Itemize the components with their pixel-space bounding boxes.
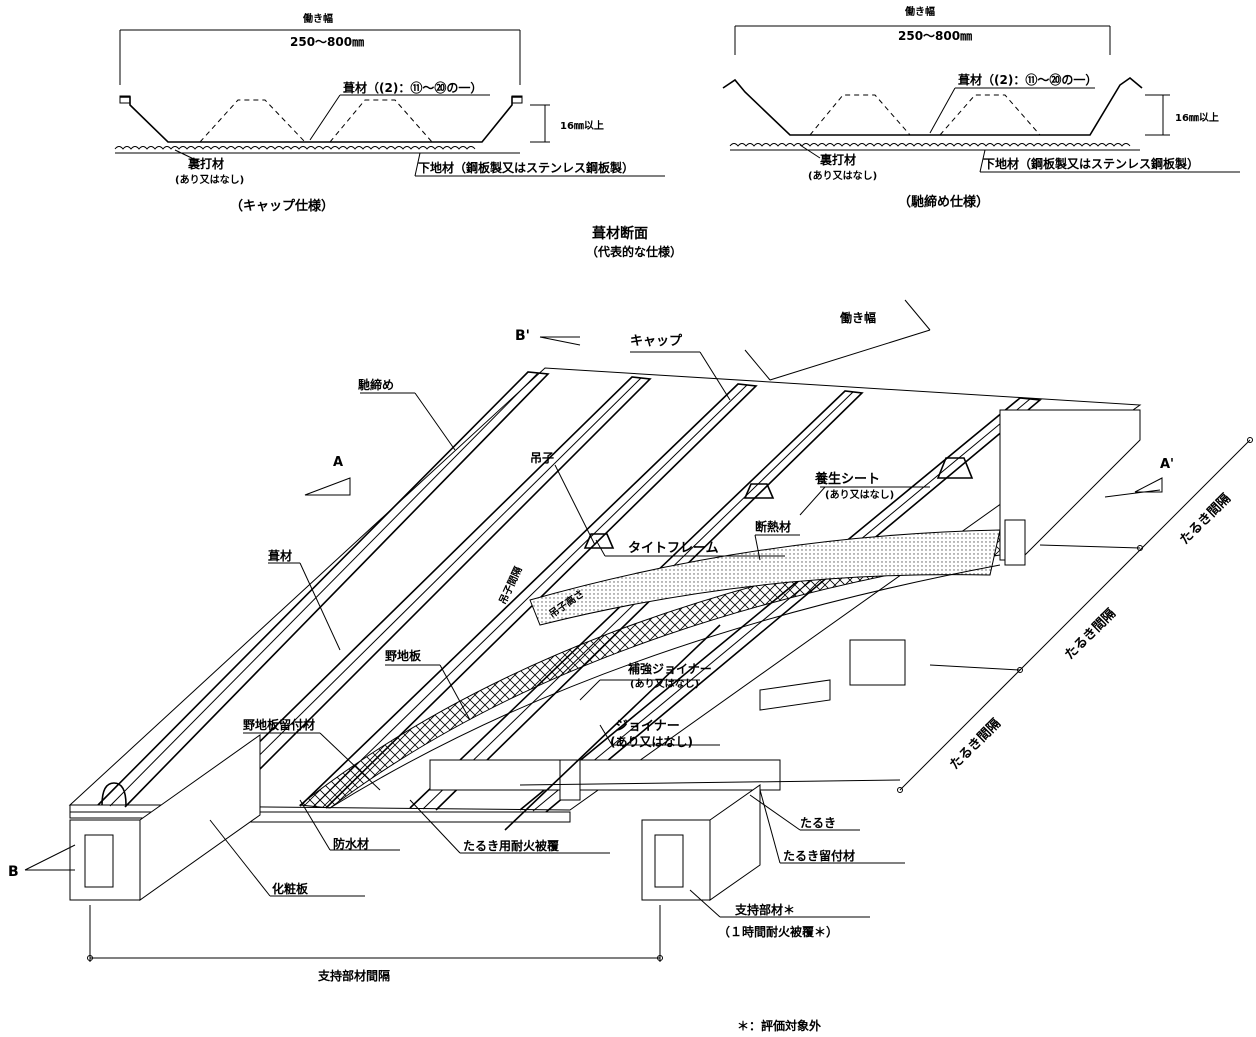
waterproof-label: 防水材: [333, 836, 369, 851]
cap-working-width-label: 働き幅: [302, 12, 333, 25]
roof-isometric-drawing: [24, 299, 1253, 962]
section-mark-a-prime: A': [1160, 457, 1174, 472]
section-mark-b-prime: B': [515, 328, 530, 344]
rafter-spacing-label-middle: たるき間隔: [1062, 606, 1119, 663]
clip-label: 吊子: [530, 451, 554, 465]
seam-section-drawing: [722, 25, 1240, 173]
section-mark-b: B: [8, 864, 19, 880]
seam-width-range-label: 250～800㎜: [898, 29, 972, 43]
seam-backing-note: (あり又はなし): [808, 169, 877, 182]
rafter-fastener-label: たるき留付材: [783, 848, 855, 863]
support-member-label: 支持部材＊: [734, 902, 795, 917]
cap-label: キャップ: [630, 334, 683, 349]
rafter-fireproof-label: たるき用耐火被覆: [463, 838, 560, 853]
seam-label: 馳締め: [358, 377, 394, 392]
cap-backing-label: 裏打材: [187, 156, 224, 171]
seam-roofing-label: 葺材（(2)：⑪～⑳の一）: [958, 72, 1097, 87]
rafter-spacing-label-upper: たるき間隔: [1177, 491, 1234, 548]
insulation-label: 断熱材: [755, 519, 791, 534]
joiner-label: ジョイナー: [615, 719, 680, 734]
seam-height-label: 16㎜以上: [1175, 111, 1219, 124]
curing-sheet-label: 養生シート: [814, 471, 880, 487]
section-title: 葺材断面: [592, 225, 648, 242]
sheathing-label: 野地板: [385, 648, 422, 663]
section-subtitle: （代表的な仕様）: [586, 244, 682, 259]
rafter-spacing-label-lower: たるき間隔: [947, 716, 1004, 773]
seam-working-width-label: 働き幅: [904, 5, 935, 18]
rafter-label: たるき: [800, 816, 836, 830]
tight-frame-label: タイトフレーム: [628, 541, 719, 556]
reinforce-joiner-label: 補強ジョイナー: [627, 661, 712, 676]
seam-backing-label: 裏打材: [819, 152, 856, 167]
support-member-note: （１時間耐火被覆＊）: [718, 924, 838, 939]
support-spacing-label: 支持部材間隔: [317, 968, 390, 983]
sheathing-fastener-label: 野地板留付材: [243, 717, 315, 732]
roofing-label: 葺材: [268, 548, 292, 563]
seam-base-label: 下地材（鋼板製又はステンレス鋼板製）: [983, 156, 1199, 171]
cap-height-label: 16㎜以上: [560, 119, 604, 132]
cap-section-drawing: [114, 29, 665, 177]
joiner-note: (あり又はなし): [610, 735, 693, 749]
working-width-label: 働き幅: [839, 310, 876, 325]
cap-width-range-label: 250～800㎜: [290, 35, 364, 49]
cap-roofing-label: 葺材（(2)：⑪～⑳の一）: [343, 80, 482, 95]
curing-sheet-note: (あり又はなし): [825, 488, 894, 501]
section-mark-a: A: [333, 455, 343, 470]
cap-caption: （キャップ仕様）: [230, 198, 334, 214]
cap-backing-note: (あり又はなし): [175, 173, 244, 186]
cap-base-label: 下地材（鋼板製又はステンレス鋼板製）: [418, 160, 634, 175]
seam-caption: （馳締め仕様）: [898, 194, 989, 210]
decorative-board-label: 化粧板: [272, 881, 309, 896]
footnote: ＊：評価対象外: [737, 1018, 821, 1033]
reinforce-joiner-note: (あり又はなし): [630, 677, 699, 690]
